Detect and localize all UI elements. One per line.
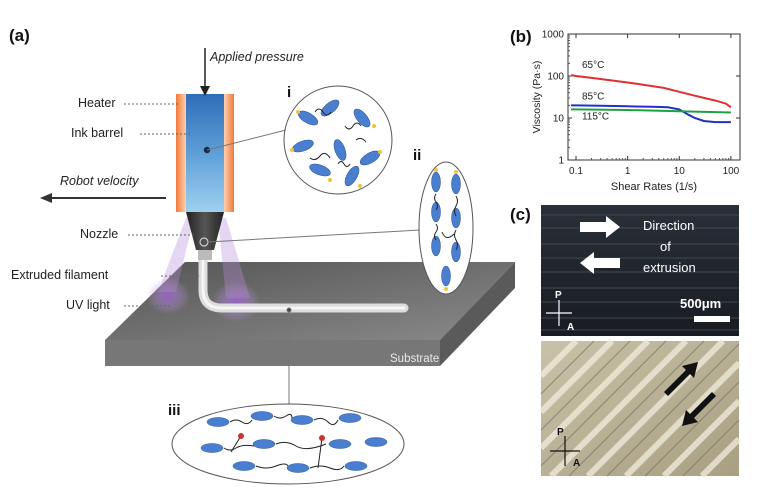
y-tick-label: 100 [547,72,564,83]
direction-arrow-up-right [664,362,698,396]
x-tick-label: 1 [625,166,631,177]
uv-light [146,218,260,322]
scale-bar-label: 500μm [680,296,721,311]
x-axis-label: Shear Rates (1/s) [611,181,697,193]
ink-barrel [186,94,224,212]
y-tick-label: 1000 [542,30,565,41]
nozzle [186,212,224,250]
heater-left [176,94,186,212]
inset-ii-label: ii [413,147,422,164]
applied-pressure-label: Applied pressure [210,50,304,64]
direction-arrow-down-left [682,392,716,426]
direction-text-2: of [660,239,671,254]
polarizer-cross-top [546,300,572,326]
panel-letter-c: (c) [510,205,531,224]
ink-barrel-label: Ink barrel [71,126,124,140]
direction-text-1: Direction [643,218,694,233]
analyzer-label-top: A [567,322,574,333]
series-line-0 [570,74,732,109]
y-tick-label: 1 [558,156,564,167]
series-line-1 [571,104,731,124]
y-tick-label: 10 [553,114,565,125]
panel-letter-b: (b) [510,27,532,46]
direction-arrow-right [580,216,620,238]
heater-label: Heater [78,96,116,110]
substrate-label: Substrate [390,353,439,365]
series-label-1: 85°C [582,91,604,102]
series-label-0: 65°C [582,60,604,71]
polarizer-label-bottom: P [557,427,564,438]
scale-bar [694,316,730,322]
inset-iii [171,403,405,485]
direction-arrow-left [580,252,620,274]
series-label-2: 115°C [582,111,609,122]
direction-text-3: extrusion [643,260,696,275]
plot-frame [567,33,741,161]
micrograph-bottom [538,338,742,479]
extruded-filament-label: Extruded filament [11,268,109,282]
inset-i-label: i [287,84,292,101]
inset-ii [418,161,474,295]
inset-iii-label: iii [168,402,181,419]
x-tick-label: 10 [674,166,686,177]
robot-velocity-label: Robot velocity [60,174,139,188]
uv-light-label: UV light [66,298,110,312]
analyzer-label-bottom: A [573,458,580,469]
inset-connectors [206,129,421,405]
nozzle-label: Nozzle [80,227,119,241]
x-tick-label: 0.1 [569,166,583,177]
micrograph-top [541,205,739,336]
y-axis-label: Viscosity (Pa·s) [531,61,543,134]
panel-letter-a: (a) [9,26,30,45]
x-tick-label: 100 [723,166,740,177]
polarizer-cross-bottom [550,436,580,466]
inset-i [283,85,393,195]
series-line-2 [571,108,731,114]
polarizer-label-top: P [555,290,562,301]
heater-right [224,94,234,212]
leader-lines [124,103,200,307]
